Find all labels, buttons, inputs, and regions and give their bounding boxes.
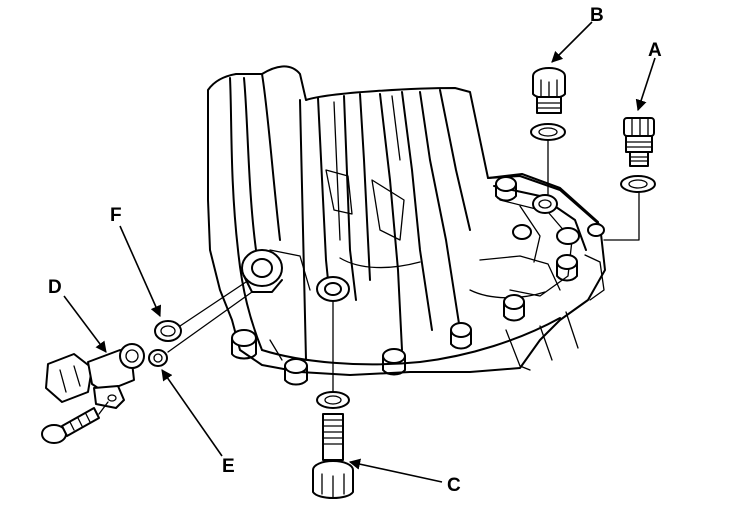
callout-c-leader xyxy=(348,458,443,483)
flange-bolts xyxy=(231,176,578,386)
callout-e-leader xyxy=(161,369,223,457)
callout-b-leader xyxy=(551,21,593,63)
callout-f-leader xyxy=(119,225,162,318)
callout-f: F xyxy=(110,205,162,318)
callout-c: C xyxy=(348,458,461,496)
callout-f-label: F xyxy=(110,205,122,226)
callout-b-label: B xyxy=(590,5,604,26)
part-d-sensor xyxy=(41,343,145,444)
part-b-plug-bolt xyxy=(530,67,566,195)
part-a-plug-bolt xyxy=(603,117,656,241)
callout-a-label: A xyxy=(648,40,662,61)
callout-d: D xyxy=(48,277,107,353)
assembly-line-lower xyxy=(167,291,253,353)
callout-a: A xyxy=(635,40,662,112)
callout-e-label: E xyxy=(222,456,235,477)
assembly-line-upper xyxy=(179,281,247,327)
callout-b: B xyxy=(551,5,604,63)
transmission-housing xyxy=(207,65,606,386)
callout-d-label: D xyxy=(48,277,62,298)
callout-c-label: C xyxy=(447,475,461,496)
part-c-drain-bolt xyxy=(312,301,354,499)
callout-d-leader xyxy=(63,295,107,353)
callout-e: E xyxy=(161,369,235,477)
part-e-o-ring xyxy=(148,349,168,367)
callout-a-leader xyxy=(635,57,656,112)
part-f-o-ring xyxy=(154,320,182,342)
